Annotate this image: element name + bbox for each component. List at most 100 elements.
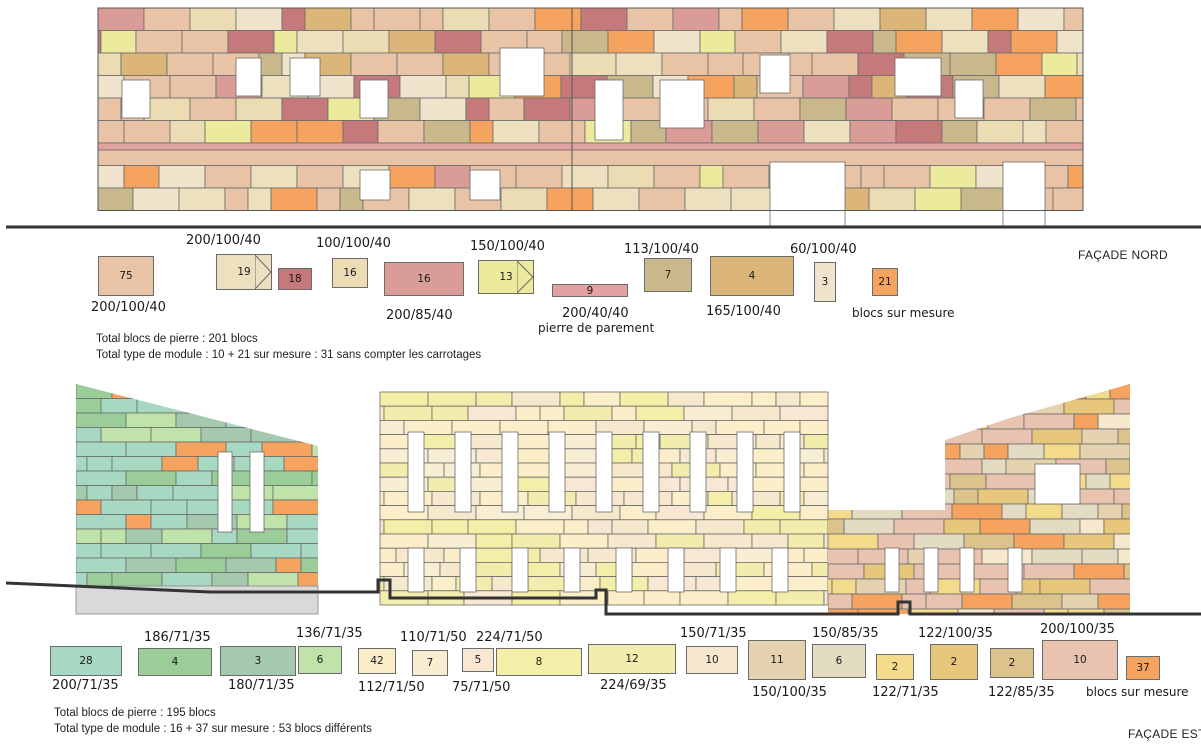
wall-opening <box>954 79 984 119</box>
stone-block <box>857 608 909 614</box>
wall-opening <box>736 431 754 513</box>
stone-block <box>539 405 565 421</box>
stone-block <box>981 428 1033 445</box>
stone-block <box>189 7 237 31</box>
est-custom-label: blocs sur mesure <box>1086 685 1189 699</box>
stone-block <box>76 557 127 573</box>
stone-block <box>311 412 318 428</box>
stone-block <box>1061 503 1099 520</box>
stone-block <box>831 578 857 595</box>
stone-block <box>350 52 398 76</box>
stone-block <box>125 514 152 530</box>
stone-block <box>863 443 901 460</box>
nord-legend-block: 9 <box>552 284 628 297</box>
stone-block <box>270 187 318 211</box>
stone-block <box>296 165 344 189</box>
stone-block <box>227 30 275 54</box>
stone-block <box>583 391 621 407</box>
stone-block <box>379 391 429 407</box>
stone-block <box>1011 593 1063 610</box>
stone-block <box>1105 458 1130 475</box>
stone-block <box>100 398 138 414</box>
nord-legend-count: 16 <box>417 273 431 285</box>
stone-block <box>722 165 770 189</box>
stone-block <box>655 476 681 492</box>
stone-block <box>1063 7 1084 31</box>
nord-legend-count: 16 <box>343 267 357 279</box>
stone-block <box>569 52 617 76</box>
stone-block <box>316 187 341 211</box>
stone-block <box>125 528 163 544</box>
stone-block <box>1017 7 1065 31</box>
stone-block <box>272 499 318 515</box>
stone-block <box>751 391 777 407</box>
stone-block <box>899 443 925 460</box>
stone-block <box>350 7 375 31</box>
stone-block <box>247 572 299 586</box>
stone-block <box>465 97 490 121</box>
est-dim-6b: 150/85/35 <box>812 626 879 641</box>
stone-block <box>647 519 697 535</box>
wall-opening <box>359 169 391 201</box>
stone-block <box>907 608 959 614</box>
est-legend-count: 2 <box>891 661 899 673</box>
stone-block <box>733 75 758 99</box>
stone-block <box>423 120 471 144</box>
stone-block <box>515 519 565 535</box>
stone-block <box>1023 413 1075 430</box>
stone-block <box>914 187 962 211</box>
stone-block <box>867 398 893 415</box>
stone-block <box>977 488 1029 505</box>
nord-legend-block: 19 <box>216 254 272 290</box>
stone-block <box>76 398 102 414</box>
wall-opening <box>548 431 566 513</box>
nord-dim-19: 200/100/40 <box>186 233 261 248</box>
stone-block <box>879 7 927 31</box>
stone-block <box>136 485 174 501</box>
stone-block <box>511 533 561 549</box>
stone-block <box>100 499 152 515</box>
stone-block <box>643 590 681 606</box>
facade-nord-title: FAÇADE NORD <box>1078 248 1168 262</box>
stone-block <box>379 490 385 506</box>
stone-block <box>247 187 272 211</box>
wall-opening <box>469 169 501 201</box>
stone-block <box>408 187 456 211</box>
stone-block <box>1013 533 1065 550</box>
stone-block <box>989 398 1015 415</box>
stone-block <box>211 572 249 586</box>
stone-block <box>136 398 188 414</box>
stone-block <box>999 384 1051 400</box>
stone-block <box>475 533 513 549</box>
stone-block <box>286 412 313 428</box>
nord-legend-count: 18 <box>288 273 302 285</box>
stone-block <box>379 462 409 478</box>
stone-block <box>941 120 978 144</box>
stone-block <box>546 187 594 211</box>
stone-block <box>511 391 561 407</box>
nord-legend-block: 75 <box>98 256 154 296</box>
stone-block <box>611 405 637 421</box>
stone-block <box>100 30 137 54</box>
wall-opening <box>594 79 624 141</box>
stone-block <box>949 52 997 76</box>
nord-legend-block: 4 <box>710 256 794 296</box>
chevron-icon <box>517 261 533 293</box>
stone-block <box>311 441 318 457</box>
nord-dim-3: 60/100/40 <box>790 242 857 257</box>
stone-block <box>987 30 1012 54</box>
nord-total-modules: Total type de module : 10 + 21 sur mesur… <box>96 349 482 361</box>
est-legend-block: 37 <box>1126 656 1160 680</box>
stone-block <box>261 412 288 428</box>
stone-block <box>76 384 113 399</box>
stone-block <box>803 120 851 144</box>
stone-block <box>1085 384 1111 400</box>
stone-block <box>619 391 669 407</box>
stone-block <box>891 398 943 415</box>
stone-block <box>225 412 263 428</box>
parement-row <box>97 142 1084 151</box>
est-dim-7: 110/71/50 <box>400 630 467 645</box>
stone-block <box>339 187 364 211</box>
wall-opening <box>689 431 707 513</box>
